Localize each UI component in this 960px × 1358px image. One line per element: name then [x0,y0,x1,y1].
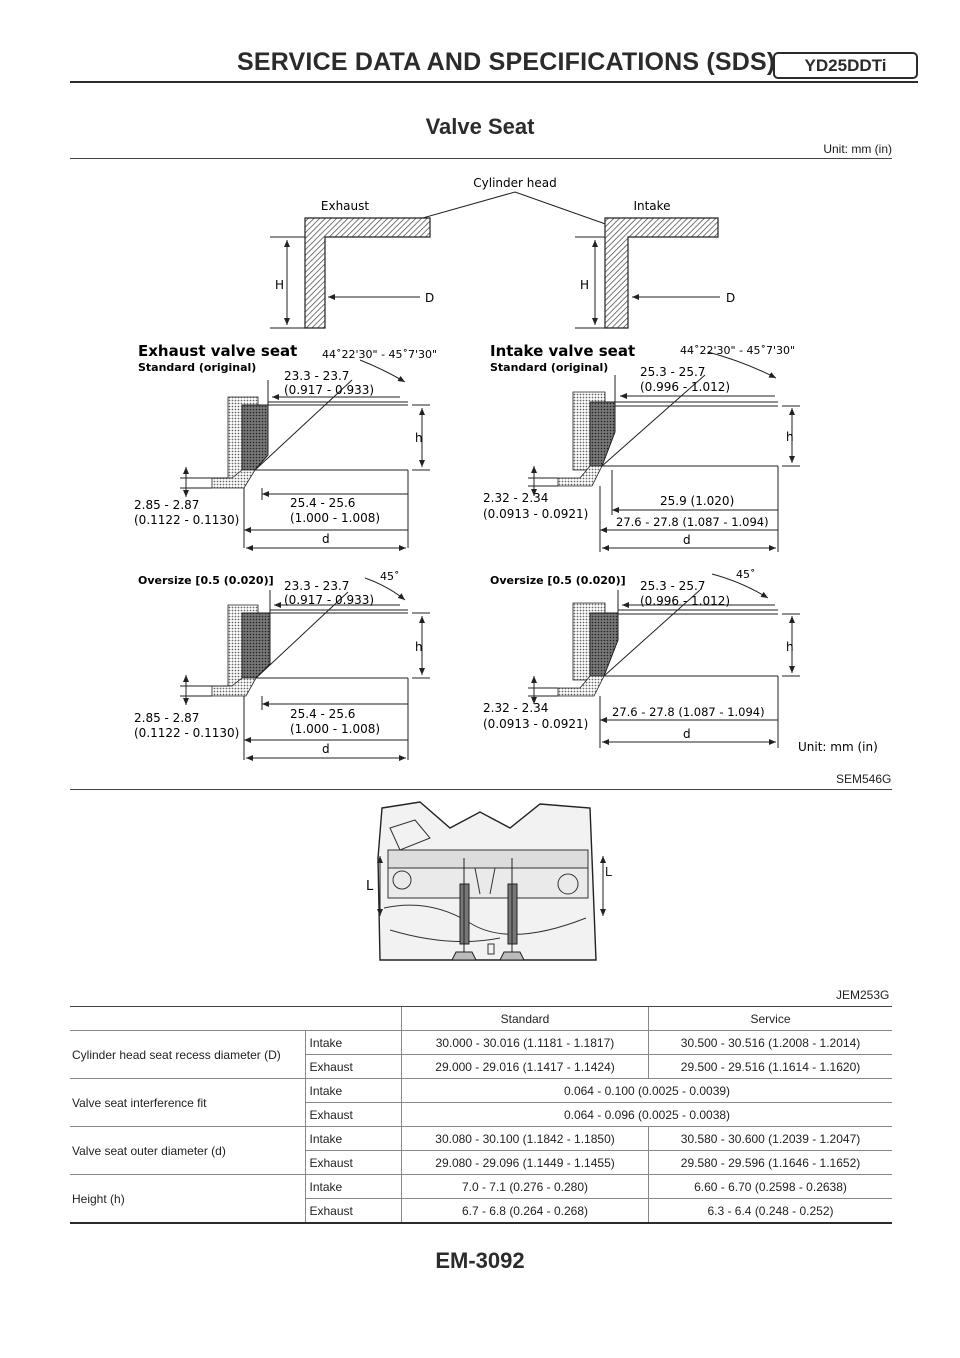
exhaust-standard-label: Standard (original) [138,361,256,374]
intake-oversize-label: Oversize [0.5 (0.020)] [490,574,626,587]
row-label: Cylinder head seat recess diameter (D) [70,1030,305,1079]
intake-label: Intake [633,199,670,213]
intake-std-inner: 25.9 (1.020) [660,494,734,508]
intake-over-top-dim: 25.3 - 25.7 [640,579,705,593]
exhaust-standard-seat [180,359,430,551]
exhaust-seat-title: Exhaust valve seat [138,342,297,360]
intake-D-label: D [726,291,735,305]
section-rule [70,158,892,159]
intake-std-h: h [786,430,794,444]
row-label: Valve seat outer diameter (d) [70,1126,305,1175]
exhaust-oversize-label: Oversize [0.5 (0.020)] [138,574,274,587]
table-row: Exhaust 29.080 - 29.096 (1.1449 - 1.1455… [70,1150,892,1175]
exhaust-D-label: D [425,291,434,305]
exhaust-std-top-dim: 23.3 - 23.7 [284,369,349,383]
intake-over-outer: 27.6 - 27.8 (1.087 - 1.094) [612,705,765,719]
table-row: Cylinder head seat recess diameter (D) I… [70,1030,892,1079]
row-label: Height (h) [70,1174,305,1224]
exhaust-head-section [304,217,431,329]
L-label-right-text: L [605,864,613,879]
exhaust-label: Exhaust [321,199,370,213]
figure-code-jem253g: JEM253G [836,988,890,1002]
table-row: Valve seat outer diameter (d) Intake 30.… [70,1126,892,1175]
L-label-left: L [366,879,374,894]
section-title: Valve Seat [425,114,535,139]
header-title: SERVICE DATA AND SPECIFICATIONS (SDS) [237,48,776,76]
exhaust-over-inner-in: (1.000 - 1.008) [290,722,380,736]
exhaust-over-top-dim: 23.3 - 23.7 [284,579,349,593]
intake-head-section [604,217,719,329]
exhaust-over-d: d [322,742,330,756]
table-row: Exhaust 0.064 - 0.096 (0.0025 - 0.0038) [70,1102,892,1127]
engine-code-badge: YD25DDTi [773,52,918,79]
table-header-row: Standard Service [70,1007,892,1031]
intake-standard-seat [528,351,800,552]
valve-seat-diagram: Cylinder head Exhaust Intake H D H D Exh… [134,176,878,761]
cylinder-head-section-diagram: L L [366,801,606,961]
table-row: Valve seat interference fit Intake 0.064… [70,1078,892,1127]
intake-std-depth: 2.32 - 2.34 [483,491,548,505]
intake-over-top-dim-in: (0.996 - 1.012) [640,594,730,608]
exhaust-std-inner: 25.4 - 25.6 [290,496,355,510]
intake-std-d: d [683,533,691,547]
exhaust-std-d: d [322,532,330,546]
figure-unit-note: Unit: mm (in) [798,740,878,754]
figure-rule [70,789,892,790]
exhaust-std-angle: 44˚22'30" - 45˚7'30" [322,348,437,361]
header-rule [70,81,918,83]
intake-over-depth: 2.32 - 2.34 [483,701,548,715]
intake-std-top-dim-in: (0.996 - 1.012) [640,380,730,394]
exhaust-std-top-dim-in: (0.917 - 0.933) [284,383,374,397]
intake-seat-title: Intake valve seat [490,342,635,360]
page-number: EM-3092 [435,1248,525,1273]
intake-std-angle: 44˚22'30" - 45˚7'30" [680,344,795,357]
table-top-rule [70,1006,892,1007]
intake-H-label: H [580,278,589,292]
table-row: Height (h) Intake 7.0 - 7.1 (0.276 - 0.2… [70,1174,892,1224]
exhaust-std-depth-in: (0.1122 - 0.1130) [134,513,239,527]
exhaust-over-top-dim-in: (0.917 - 0.933) [284,593,374,607]
cylinder-head-label: Cylinder head [473,176,556,190]
exhaust-over-angle: 45˚ [380,570,400,583]
intake-over-depth-in: (0.0913 - 0.0921) [483,717,588,731]
intake-standard-label: Standard (original) [490,361,608,374]
col-service: Service [648,1007,892,1031]
exhaust-oversize-seat [180,577,430,761]
table-row: Exhaust 6.7 - 6.8 (0.264 - 0.268) 6.3 - … [70,1198,892,1224]
intake-over-h: h [786,640,794,654]
intake-std-outer: 27.6 - 27.8 (1.087 - 1.094) [616,515,769,529]
exhaust-std-h: h [415,431,423,445]
exhaust-over-inner: 25.4 - 25.6 [290,707,355,721]
intake-std-top-dim: 25.3 - 25.7 [640,365,705,379]
intake-std-depth-in: (0.0913 - 0.0921) [483,507,588,521]
table-row: Exhaust 29.000 - 29.016 (1.1417 - 1.1424… [70,1054,892,1079]
intake-over-d: d [683,727,691,741]
exhaust-std-inner-in: (1.000 - 1.008) [290,511,380,525]
exhaust-std-depth: 2.85 - 2.87 [134,498,199,512]
exhaust-over-h: h [415,640,423,654]
intake-over-angle: 45˚ [736,568,756,581]
exhaust-over-depth-in: (0.1122 - 0.1130) [134,726,239,740]
row-label: Valve seat interference fit [70,1078,305,1127]
exhaust-H-label: H [275,278,284,292]
figure-code-sem546g: SEM546G [836,772,892,786]
exhaust-over-depth: 2.85 - 2.87 [134,711,199,725]
valve-seat-spec-table: Standard Service Cylinder head seat rece… [70,1007,892,1224]
intake-oversize-seat [528,573,800,748]
col-standard: Standard [401,1007,649,1031]
unit-note: Unit: mm (in) [823,142,892,156]
